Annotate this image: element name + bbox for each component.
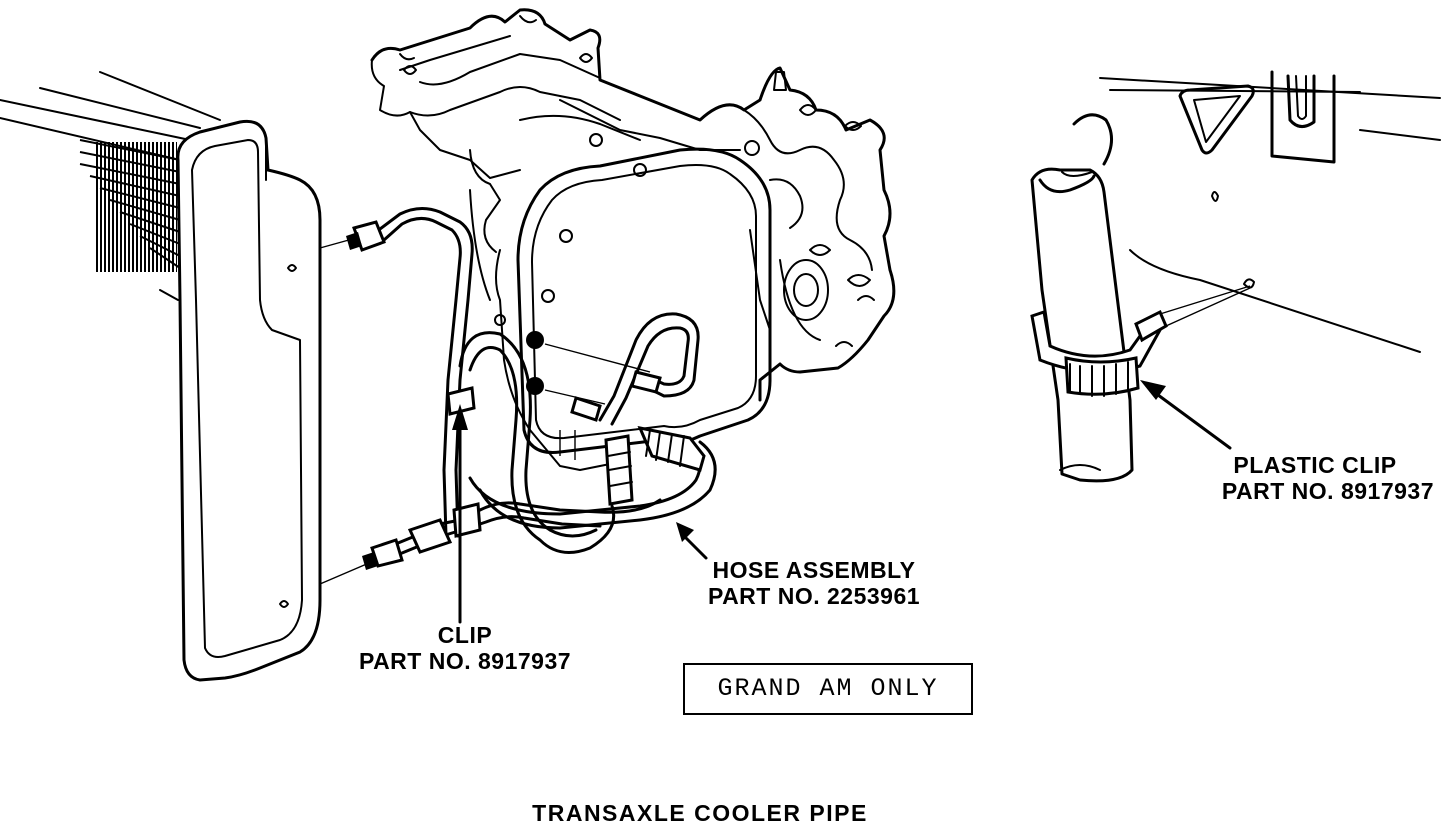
- transaxle-side-cover: [516, 147, 772, 455]
- clip-arrowhead: [452, 404, 468, 430]
- hose-assembly-label-part: PART NO. 2253961: [707, 583, 921, 609]
- plastic-clip-label-name: PLASTIC CLIP: [1233, 452, 1397, 478]
- clip: [446, 386, 476, 416]
- hose-assembly-label: HOSE ASSEMBLY PART NO. 2253961: [694, 557, 934, 609]
- plastic-clip-label-part: PART NO. 8917937: [1221, 478, 1434, 504]
- clip-label-part: PART NO. 8917937: [358, 648, 572, 674]
- model-note-box: GRAND AM ONLY: [683, 663, 973, 715]
- lower-cooler-pipe: [374, 498, 662, 554]
- upper-cooler-pipe: [358, 207, 474, 538]
- radiator-end-tank: [176, 119, 322, 682]
- plastic-clip-leader: [1152, 390, 1232, 450]
- plastic-clip-detail-view: [1030, 70, 1441, 483]
- detail-hose: [1030, 167, 1134, 483]
- hose-assembly-label-name: HOSE ASSEMBLY: [712, 557, 916, 583]
- radiator: [0, 71, 322, 682]
- transaxle-housing-upper: [370, 8, 896, 402]
- clip-label-name: CLIP: [437, 622, 493, 648]
- transaxle: [370, 8, 896, 471]
- figure-caption: TRANSAXLE COOLER PIPE: [532, 800, 868, 826]
- radiator-core: [0, 71, 221, 301]
- plastic-clip-label: PLASTIC CLIP PART NO. 8917937: [1196, 452, 1434, 504]
- clip-label: CLIP PART NO. 8917937: [350, 622, 580, 674]
- hose-arrowhead: [676, 522, 694, 542]
- plastic-clip-arrowhead: [1140, 380, 1166, 400]
- hose-assembly: [468, 346, 616, 554]
- cooler-pipes: [319, 207, 717, 585]
- leader-lines: [452, 380, 1232, 624]
- hose-leader: [682, 534, 708, 560]
